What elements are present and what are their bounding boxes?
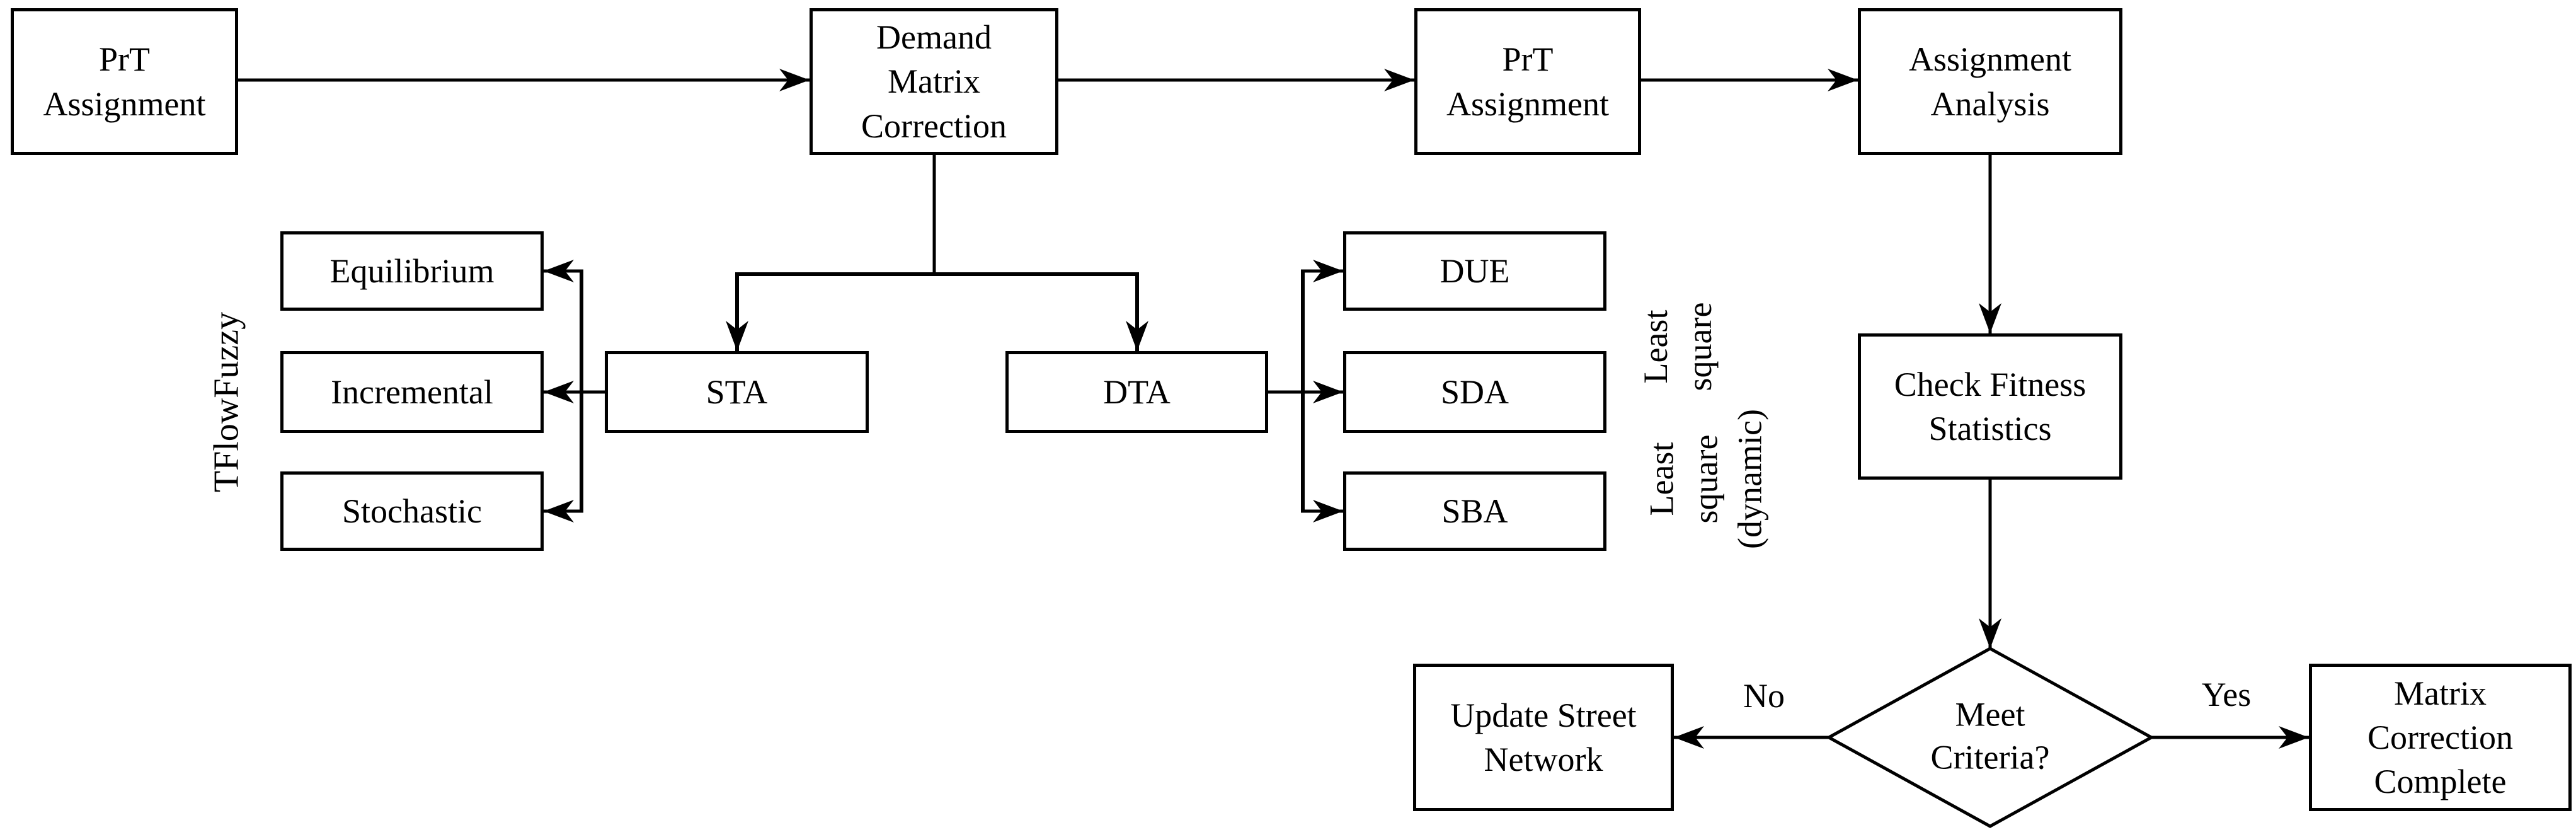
label-least-square-dynamic: Least square (dynamic) — [1642, 409, 1770, 549]
label-yes: Yes — [2201, 676, 2252, 713]
node-prt-assignment-2: PrT Assignment — [1414, 8, 1641, 155]
decision-diamond-shape — [1825, 647, 2155, 828]
node-sda: SDA — [1343, 351, 1606, 433]
node-stochastic: Stochastic — [280, 471, 544, 551]
label-tflowfuzzy: TFlowFuzzy — [207, 311, 246, 493]
node-equilibrium: Equilibrium — [280, 231, 544, 311]
node-matrix-correction-complete: Matrix Correction Complete — [2309, 664, 2572, 811]
node-sta: STA — [605, 351, 869, 433]
node-check-fitness-statistics: Check Fitness Statistics — [1858, 333, 2122, 480]
node-prt-assignment-1: PrT Assignment — [11, 8, 238, 155]
node-due: DUE — [1343, 231, 1606, 311]
node-assignment-analysis: Assignment Analysis — [1858, 8, 2122, 155]
node-sba: SBA — [1343, 471, 1606, 551]
label-no: No — [1743, 677, 1785, 715]
node-incremental: Incremental — [280, 351, 544, 433]
node-update-street-network: Update Street Network — [1413, 664, 1674, 811]
node-dta: DTA — [1005, 351, 1268, 433]
node-demand-matrix-correction: Demand Matrix Correction — [810, 8, 1058, 155]
node-meet-criteria: Meet Criteria? — [1930, 695, 2050, 776]
label-least-square: Least square — [1636, 302, 1719, 391]
